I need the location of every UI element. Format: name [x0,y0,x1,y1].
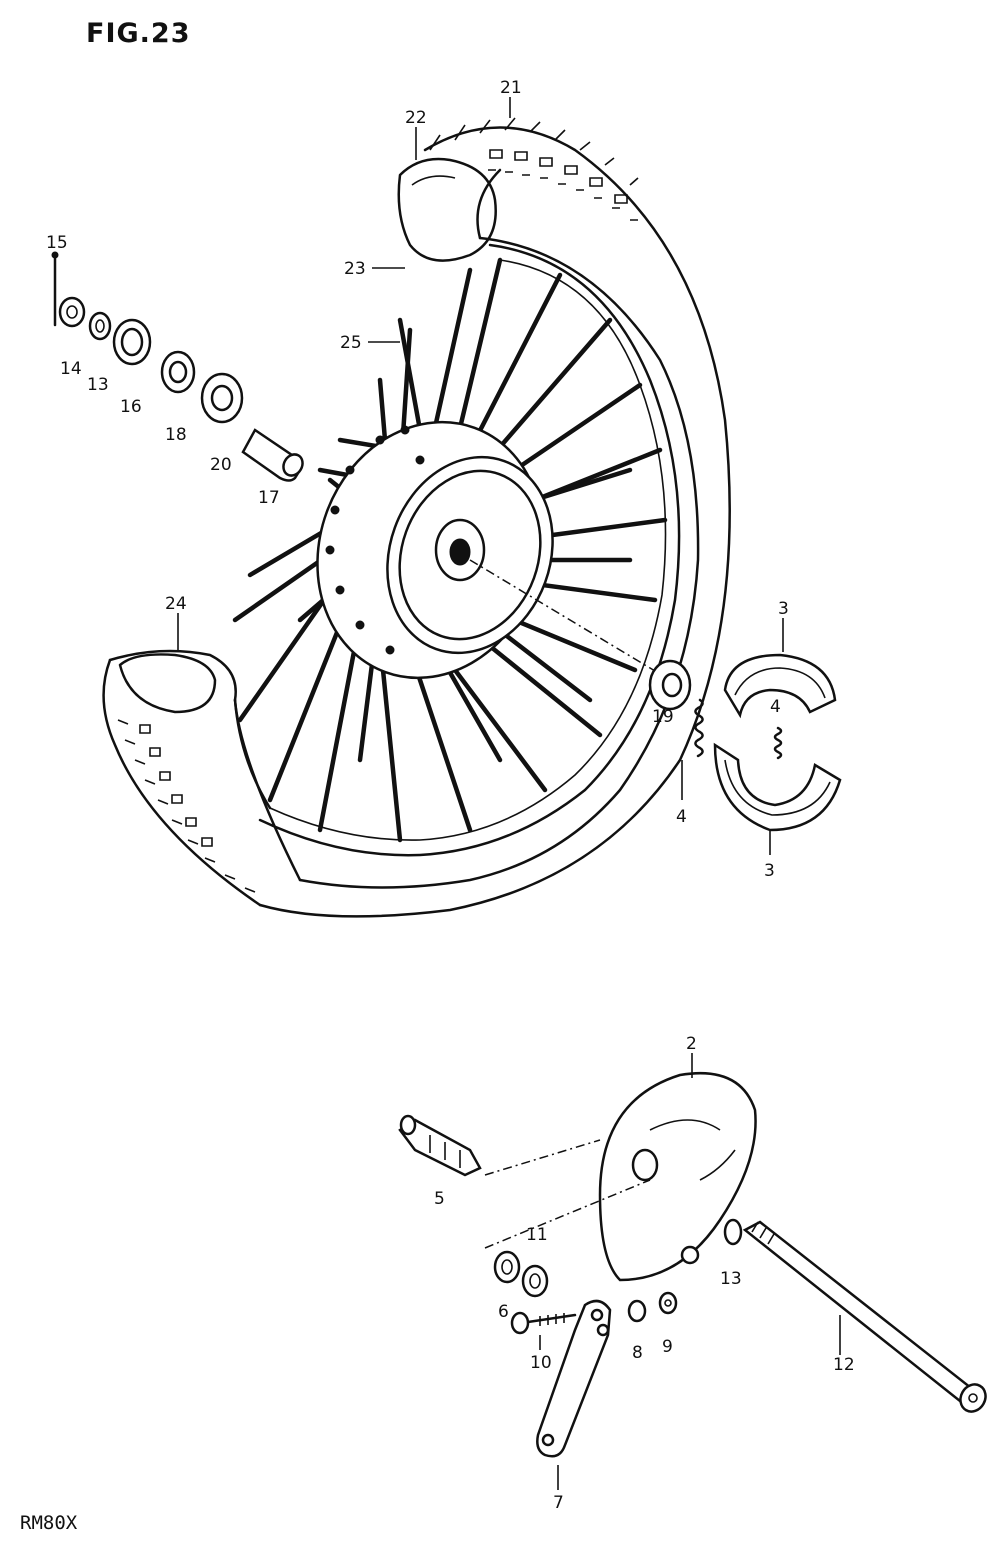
leader-lines [177,97,841,1490]
callout-13-hub: 13 [87,375,109,395]
bearing-19 [648,659,692,711]
spacer-tube-17 [241,428,304,482]
callout-3-top: 3 [778,599,789,619]
callout-3-bottom: 3 [764,861,775,881]
callout-2: 2 [686,1034,697,1054]
brake-cam-5 [398,1114,482,1177]
tire-lower [102,649,302,907]
brake-arm-7 [536,1299,612,1458]
callout-16: 16 [120,397,142,417]
callout-10: 10 [530,1353,552,1373]
callout-25: 25 [340,333,362,353]
washer-6 [493,1250,521,1284]
nut-9 [658,1291,678,1315]
nut-14 [58,296,86,328]
callout-14: 14 [60,359,82,379]
spokes [232,257,668,843]
callout-6: 6 [498,1302,509,1322]
bolt-10 [510,1311,577,1335]
washer-13-axle [723,1218,743,1246]
tire [258,117,731,918]
washer-8 [627,1299,647,1323]
model-code: RM80X [20,1512,78,1534]
bearing-20 [200,372,244,424]
callout-4-inner: 4 [770,697,781,717]
callout-9: 9 [662,1337,673,1357]
callout-18: 18 [165,425,187,445]
callout-22: 22 [405,108,427,128]
callout-labels: 21 22 23 25 15 14 13 16 18 20 17 24 3 19… [46,78,855,1513]
figure-title: FIG.23 [86,18,191,49]
callout-13-panel: 13 [720,1269,742,1289]
callout-20: 20 [210,455,232,475]
hub [316,420,554,680]
brake-shoes [648,653,842,832]
callout-23: 23 [344,259,366,279]
left-hub-parts [51,251,304,482]
callout-21: 21 [500,78,522,98]
brake-panel-assembly [398,1071,987,1458]
callout-19: 19 [652,707,674,727]
seal-11 [521,1264,549,1298]
callout-15: 15 [46,233,68,253]
callout-17: 17 [258,488,280,508]
callout-12: 12 [833,1355,855,1375]
spacer-18 [160,350,196,394]
oil-seal-16 [112,318,152,366]
callout-24: 24 [165,594,187,614]
axle-12 [742,1220,987,1413]
callout-5: 5 [434,1189,445,1209]
callout-8: 8 [632,1343,643,1363]
callout-7: 7 [553,1493,564,1513]
wheel-assembly [102,117,731,918]
callout-4-outer: 4 [676,807,687,827]
callout-11: 11 [526,1225,548,1245]
washer-13 [88,311,112,341]
